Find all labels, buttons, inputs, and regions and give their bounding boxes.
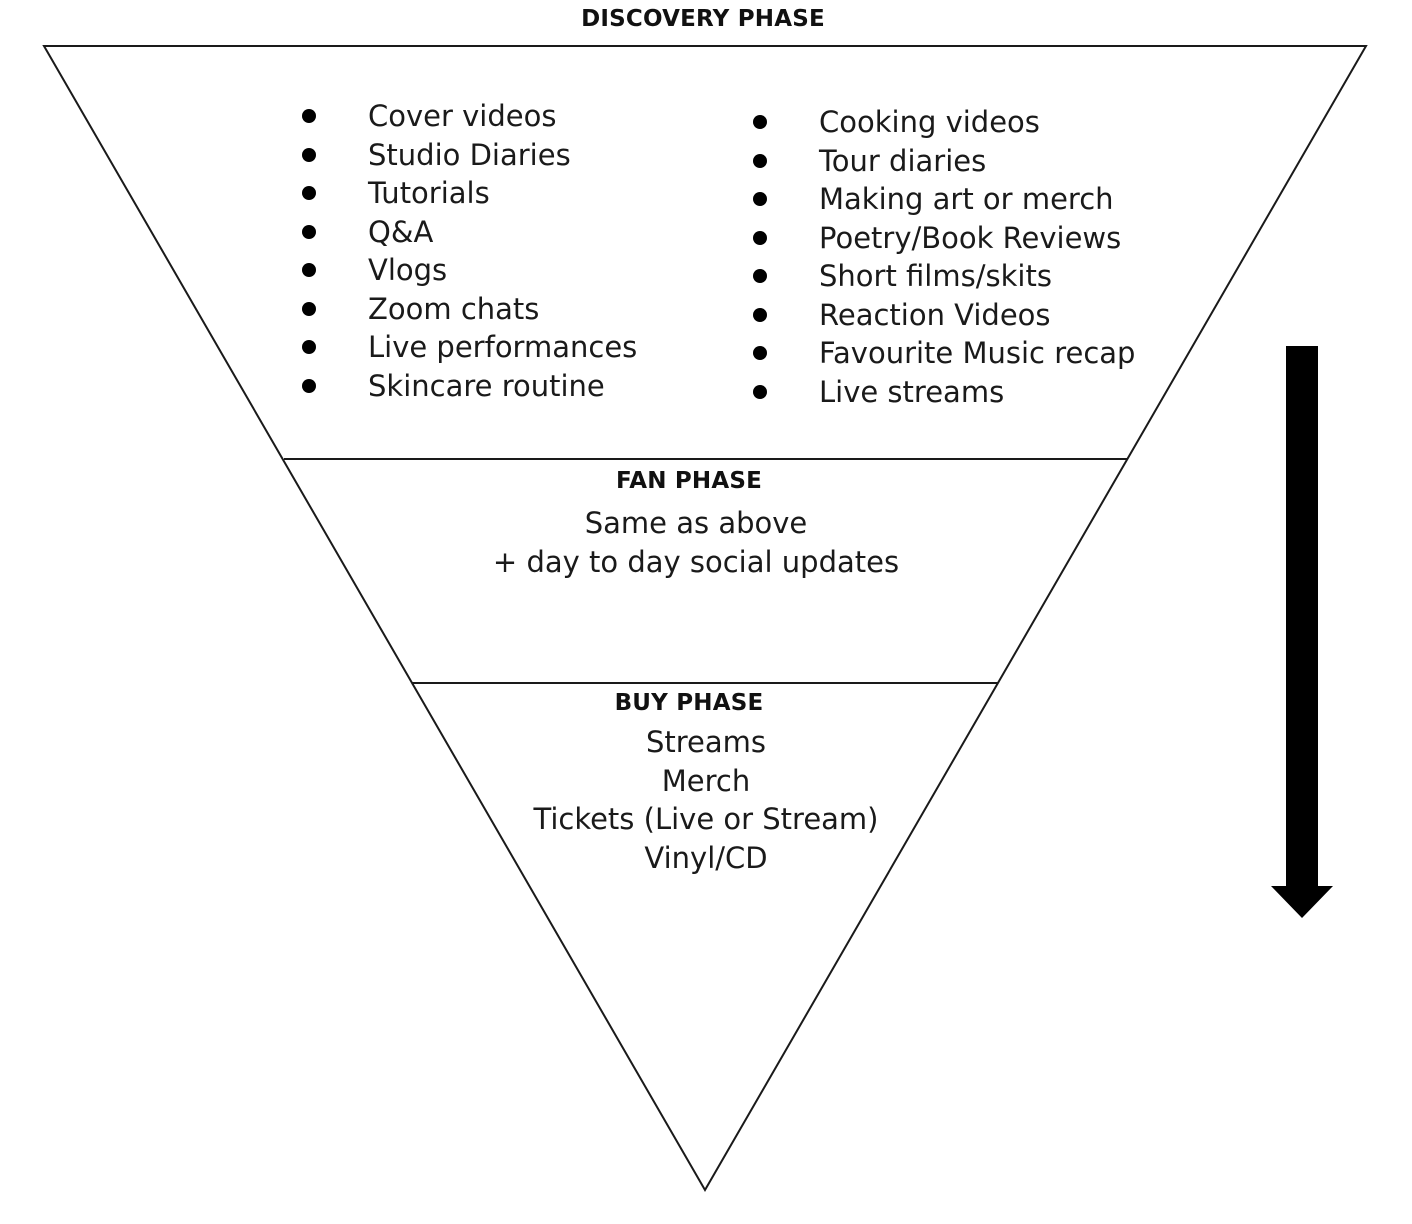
bullet-icon [302, 147, 316, 162]
list-item: Live streams [753, 373, 1135, 412]
list-item-label: Making art or merch [819, 182, 1114, 216]
discovery-phase-heading: DISCOVERY PHASE [581, 6, 825, 32]
bullet-icon [302, 109, 316, 123]
discovery-list-right: Cooking videos Tour diaries Making art o… [753, 103, 1135, 411]
fan-phase-line: + day to day social updates [492, 544, 900, 579]
list-item: Skincare routine [302, 367, 637, 406]
bullet-icon [753, 230, 767, 245]
list-item: Live performances [302, 328, 637, 367]
bullet-icon [753, 269, 767, 283]
list-item-label: Tour diaries [819, 143, 987, 178]
bullet-icon [302, 263, 316, 277]
list-item: Tour diaries [753, 142, 1135, 181]
bullet-icon [753, 192, 767, 206]
list-item-label: Zoom chats [368, 291, 540, 326]
bullet-icon [753, 115, 767, 129]
list-item: Making art or merch [753, 180, 1135, 219]
list-item-label: Skincare routine [368, 368, 605, 403]
list-item-label: Reaction Videos [819, 297, 1051, 332]
down-arrow-icon [1271, 346, 1333, 918]
bullet-icon [302, 340, 316, 354]
buy-phase-line: Vinyl/CD [644, 840, 768, 875]
buy-phase-line: Merch [661, 763, 751, 798]
list-item-label: Studio Diaries [368, 137, 571, 172]
list-item-label: Short films/skits [819, 259, 1052, 293]
list-item-label: Vlogs [368, 253, 448, 287]
list-item: Cover videos [302, 97, 637, 136]
list-item: Studio Diaries [302, 136, 637, 175]
list-item: Poetry/Book Reviews [753, 219, 1135, 258]
bullet-icon [302, 378, 316, 393]
list-item-label: Q&A [368, 214, 434, 249]
buy-phase-line: Streams [645, 725, 767, 759]
list-item: Favourite Music recap [753, 334, 1135, 373]
bullet-icon [753, 153, 767, 168]
list-item: Vlogs [302, 251, 637, 290]
fan-phase-text: Same as above + day to day social update… [396, 504, 996, 581]
list-item-label: Cooking videos [819, 105, 1040, 139]
list-item-label: Poetry/Book Reviews [819, 220, 1122, 255]
fan-phase-line: Same as above [584, 506, 808, 540]
list-item-label: Tutorials [368, 176, 490, 210]
bullet-icon [302, 301, 316, 316]
bullet-icon [753, 384, 767, 399]
list-item: Tutorials [302, 174, 637, 213]
discovery-list-left: Cover videos Studio Diaries Tutorials Q&… [302, 97, 637, 405]
bullet-icon [302, 186, 316, 200]
list-item: Reaction Videos [753, 296, 1135, 335]
buy-phase-heading: BUY PHASE [614, 690, 764, 716]
list-item: Cooking videos [753, 103, 1135, 142]
list-item-label: Live performances [368, 330, 638, 364]
list-item-label: Favourite Music recap [819, 336, 1136, 370]
bullet-icon [753, 346, 767, 360]
list-item-label: Cover videos [368, 99, 557, 133]
list-item: Short films/skits [753, 257, 1135, 296]
fan-phase-heading: FAN PHASE [615, 468, 763, 494]
bullet-icon [302, 224, 316, 239]
bullet-icon [753, 307, 767, 322]
list-item: Zoom chats [302, 290, 637, 329]
list-item: Q&A [302, 213, 637, 252]
buy-phase-text: Streams Merch Tickets (Live or Stream) V… [456, 723, 956, 877]
buy-phase-line: Tickets (Live or Stream) [533, 802, 879, 836]
list-item-label: Live streams [819, 374, 1005, 409]
funnel-outline [42, 45, 1368, 1192]
